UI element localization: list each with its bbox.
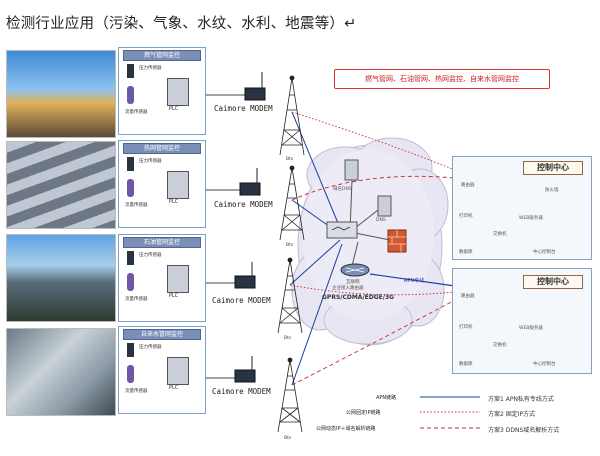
heat-pipe-photo xyxy=(6,141,116,229)
device-label: WEB服务器 xyxy=(519,326,543,331)
panel-title: 石油管网监控 xyxy=(123,237,201,248)
legend-label: 公网动态IP＋域名解析链路 xyxy=(316,426,376,432)
control-center-title: 控制中心 xyxy=(523,161,583,175)
monitor-panel: 燃气管网监控 压力传感器 流量传感器 PLC xyxy=(118,47,206,135)
sensor-label: 压力传感器 xyxy=(139,253,162,258)
legend-scheme: 方案2 固定IP方式 xyxy=(488,411,536,418)
control-center: 控制中心 路由器 打印机 交换机 数据库 WEB服务器 中心控制台 xyxy=(452,268,592,374)
bts-label: Bts xyxy=(286,157,294,162)
central-router-icon xyxy=(326,221,358,239)
plc-label: PLC xyxy=(169,199,179,205)
dns-top-label: 域名DNS xyxy=(333,187,352,192)
monitor-panel: 热网管网监控 压力传感器 流量传感器 PLC xyxy=(118,140,206,228)
flow-sensor-icon xyxy=(127,365,134,383)
flow-sensor-icon xyxy=(127,86,134,104)
bts-label: Bts xyxy=(286,243,294,248)
panel-title: 热网管网监控 xyxy=(123,143,201,154)
device-label: 中心控制台 xyxy=(533,362,556,367)
gprs-label: GPRS/CDMA/EDGE/3G xyxy=(322,294,395,301)
modem-label: Caimore MODEM xyxy=(214,104,273,113)
enterprise-router-icon xyxy=(340,263,370,277)
device-label: 数据库 xyxy=(459,250,473,255)
router-label: 互联网 xyxy=(346,280,360,285)
device-label: 路由器 xyxy=(461,183,475,188)
panel-title: 燃气管网监控 xyxy=(123,50,201,61)
oil-refinery-photo xyxy=(6,234,116,322)
device-label: 打印机 xyxy=(459,214,473,219)
sensor-label: 压力传感器 xyxy=(139,345,162,350)
pressure-sensor-icon xyxy=(127,64,134,78)
device-label: 交换机 xyxy=(493,343,507,348)
apn-line-label: APN专线 xyxy=(404,278,425,284)
plc-icon xyxy=(167,265,189,293)
gas-facility-photo xyxy=(6,50,116,138)
tower-4 xyxy=(277,357,303,433)
plc-icon xyxy=(167,78,189,106)
legend-label: APN链路 xyxy=(376,395,397,401)
device-label: WEB服务器 xyxy=(519,216,543,221)
plc-label: PLC xyxy=(169,106,179,112)
sensor-label: 流量传感器 xyxy=(125,389,148,394)
sensor-label: 流量传感器 xyxy=(125,110,148,115)
device-label: 防火墙 xyxy=(545,188,559,193)
modem-label: Caimore MODEM xyxy=(214,200,273,209)
legend-scheme: 方案3 DDNS域名解析方式 xyxy=(488,427,560,434)
modem-icon xyxy=(234,72,266,383)
monitor-panel: 自来水管网监控 压力传感器 流量传感器 PLC xyxy=(118,326,206,414)
device-label: 数据库 xyxy=(459,362,473,367)
plc-icon xyxy=(167,171,189,199)
sensor-label: 流量传感器 xyxy=(125,203,148,208)
sensor-label: 压力传感器 xyxy=(139,66,162,71)
device-label: 交换机 xyxy=(493,232,507,237)
page-title: 检测行业应用（污染、气象、水纹、水利、地震等）↵ xyxy=(6,16,357,32)
control-center: 控制中心 路由器 打印机 交换机 防火墙 数据库 WEB服务器 中心控制台 xyxy=(452,156,592,260)
tower-3 xyxy=(277,257,303,334)
sensor-label: 压力传感器 xyxy=(139,159,162,164)
control-center-title: 控制中心 xyxy=(523,275,583,289)
pressure-sensor-icon xyxy=(127,251,134,265)
modem-label: Caimore MODEM xyxy=(212,387,271,396)
pressure-sensor-icon xyxy=(127,343,134,357)
dns-server-icon xyxy=(344,159,392,217)
bts-label: Bts xyxy=(284,336,292,341)
water-pipe-photo xyxy=(6,328,116,416)
modem-label: Caimore MODEM xyxy=(212,296,271,305)
sensor-label: 流量传感器 xyxy=(125,297,148,302)
firewall-icon xyxy=(387,229,407,253)
device-label: 打印机 xyxy=(459,325,473,330)
monitor-panel: 石油管网监控 压力传感器 流量传感器 PLC xyxy=(118,234,206,322)
flow-sensor-icon xyxy=(127,179,134,197)
pressure-sensor-icon xyxy=(127,157,134,171)
device-label: 中心控制台 xyxy=(533,250,556,255)
plc-icon xyxy=(167,357,189,385)
bts-label: Bts xyxy=(284,436,292,441)
tower-1 xyxy=(279,75,305,156)
legend-label: 公网固定IP链路 xyxy=(346,410,381,416)
monitored-networks-box: 燃气管网、石油管网、热网监控、自来水管网监控 xyxy=(334,69,550,89)
tower-2 xyxy=(279,165,305,241)
device-label: 路由器 xyxy=(461,294,475,299)
panel-title: 自来水管网监控 xyxy=(123,329,201,340)
router-label: 企业接入路由器 xyxy=(332,286,364,291)
legend-scheme: 方案1 APN私有专线方式 xyxy=(488,396,554,403)
plc-label: PLC xyxy=(169,293,179,299)
dns-label: DNS xyxy=(376,218,386,223)
flow-sensor-icon xyxy=(127,273,134,291)
plc-label: PLC xyxy=(169,385,179,391)
